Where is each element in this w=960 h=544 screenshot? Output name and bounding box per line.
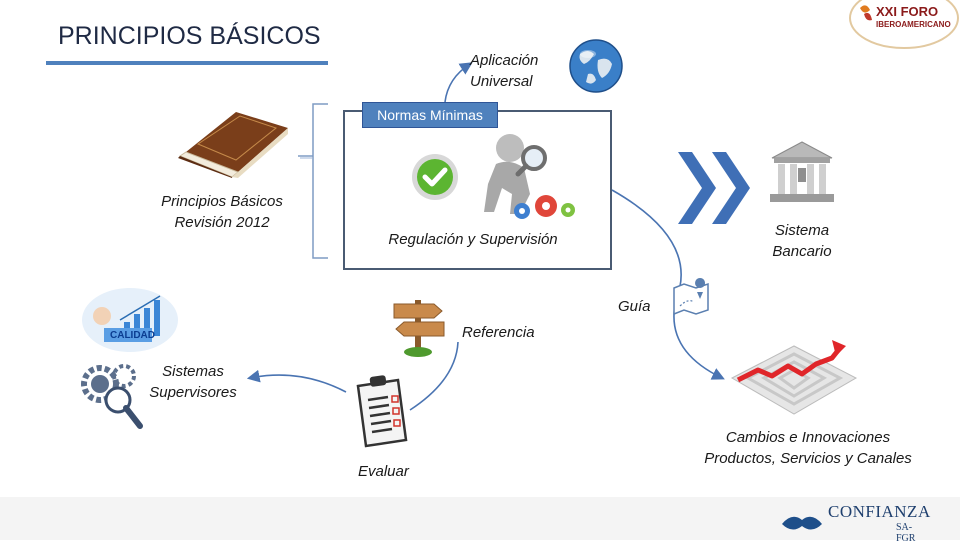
double-chevron-icon	[676, 150, 754, 226]
cambios-line-1: Cambios e Innovaciones	[725, 429, 891, 446]
aplicacion-line-1: Aplicación	[470, 52, 539, 69]
confianza-logo: CONFIANZA SA-FGR	[780, 500, 931, 544]
sistemas-supervisores-label: Sistemas Supervisores	[138, 361, 248, 403]
foro-title: XXI FORO	[876, 4, 939, 19]
bank-icon	[768, 140, 836, 204]
page-title: PRINCIPIOS BÁSICOS	[58, 22, 321, 50]
foro-subtitle: IBEROAMERICANO	[876, 20, 951, 29]
clipboard-icon	[352, 375, 410, 450]
foro-logo: XXI FORO IBEROAMERICANO	[846, 0, 960, 52]
regulacion-label: Regulación y Supervisión	[388, 231, 558, 248]
sistema-bancario-label: Sistema Bancario	[752, 220, 852, 262]
guia-label: Guía	[618, 298, 651, 315]
book-icon	[176, 104, 294, 178]
normas-tag: Normas Mínimas	[362, 102, 498, 128]
map-icon	[672, 278, 712, 316]
sistema-line-1: Sistema	[774, 222, 830, 239]
sistema-line-2: Bancario	[772, 243, 832, 260]
maze-icon	[728, 318, 860, 418]
cambios-line-2: Productos, Servicios y Canales	[704, 450, 912, 467]
sistemas-line-2: Supervisores	[149, 384, 237, 401]
principios-line-2: Revisión 2012	[174, 214, 270, 231]
quality-icon	[80, 286, 180, 354]
gear-magnifier-icon	[78, 360, 146, 432]
cambios-label: Cambios e Innovaciones Productos, Servic…	[690, 427, 926, 469]
referencia-label: Referencia	[462, 324, 535, 341]
evaluar-label: Evaluar	[358, 463, 409, 480]
check-icon	[410, 152, 460, 202]
gears-icon	[512, 192, 576, 222]
aplicacion-label: Aplicación Universal	[470, 50, 560, 92]
principios-line-1: Principios Básicos	[161, 193, 283, 210]
magnifier-figure-icon	[474, 128, 552, 216]
title-underline	[46, 61, 328, 65]
signpost-icon	[388, 294, 448, 358]
footer-bar	[0, 497, 960, 540]
principios-label: Principios Básicos Revisión 2012	[140, 191, 304, 233]
sistemas-line-1: Sistemas	[162, 363, 224, 380]
quality-badge-text: CALIDAD	[110, 330, 155, 341]
globe-icon	[568, 38, 624, 94]
aplicacion-line-2: Universal	[470, 73, 533, 90]
confianza-sub: SA-FGR	[896, 522, 916, 544]
confianza-name: CONFIANZA	[828, 502, 931, 521]
